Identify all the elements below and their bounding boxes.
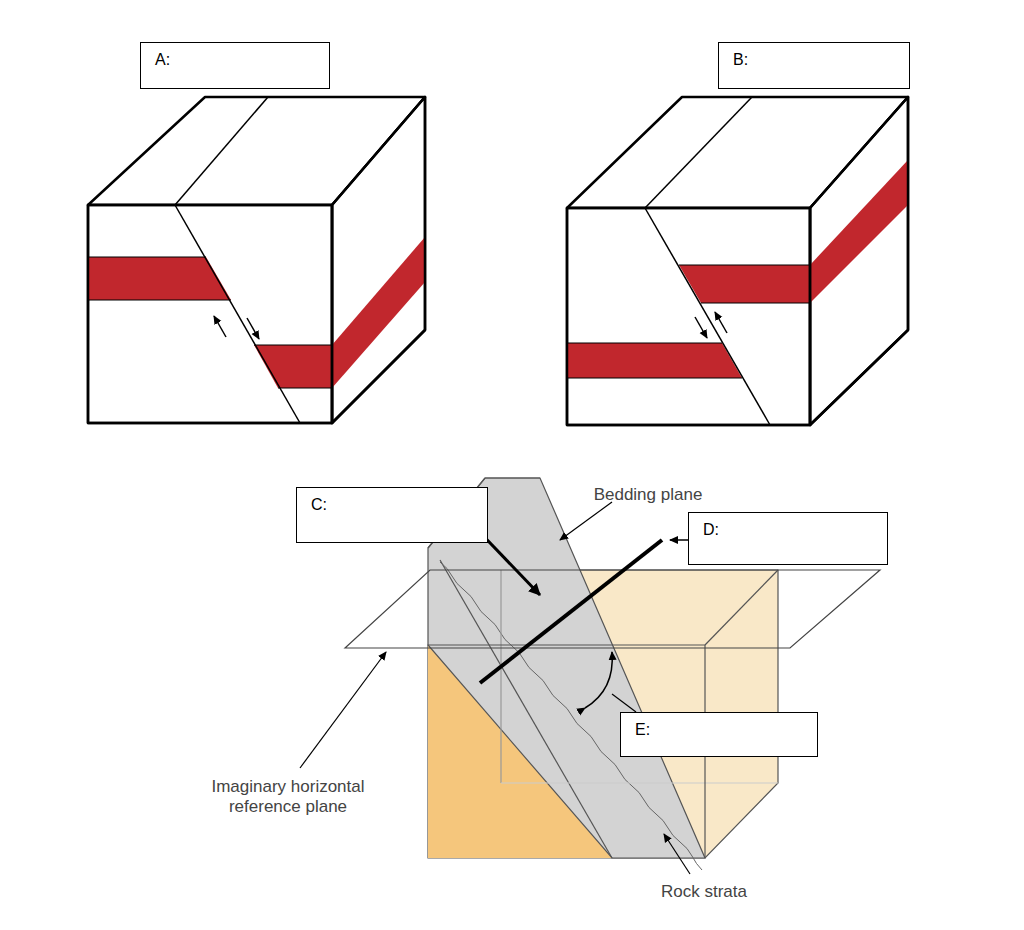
fault-block-b <box>567 97 908 425</box>
answer-box: B: <box>718 42 910 89</box>
part-label: Imaginary horizontal reference plane <box>183 777 393 817</box>
answer-box: E: <box>620 712 818 757</box>
box-letter: E: <box>635 721 650 738</box>
part-label: Rock strata <box>624 882 784 902</box>
box-letter: C: <box>311 496 327 513</box>
answer-box: A: <box>140 42 330 89</box>
answer-box: D: <box>688 512 888 565</box>
box-letter: A: <box>155 51 170 68</box>
answer-box: C: <box>296 487 488 543</box>
part-label: Bedding plane <box>558 485 738 505</box>
box-letter: B: <box>733 51 748 68</box>
fault-block-a <box>88 97 425 423</box>
box-letter: D: <box>703 521 719 538</box>
